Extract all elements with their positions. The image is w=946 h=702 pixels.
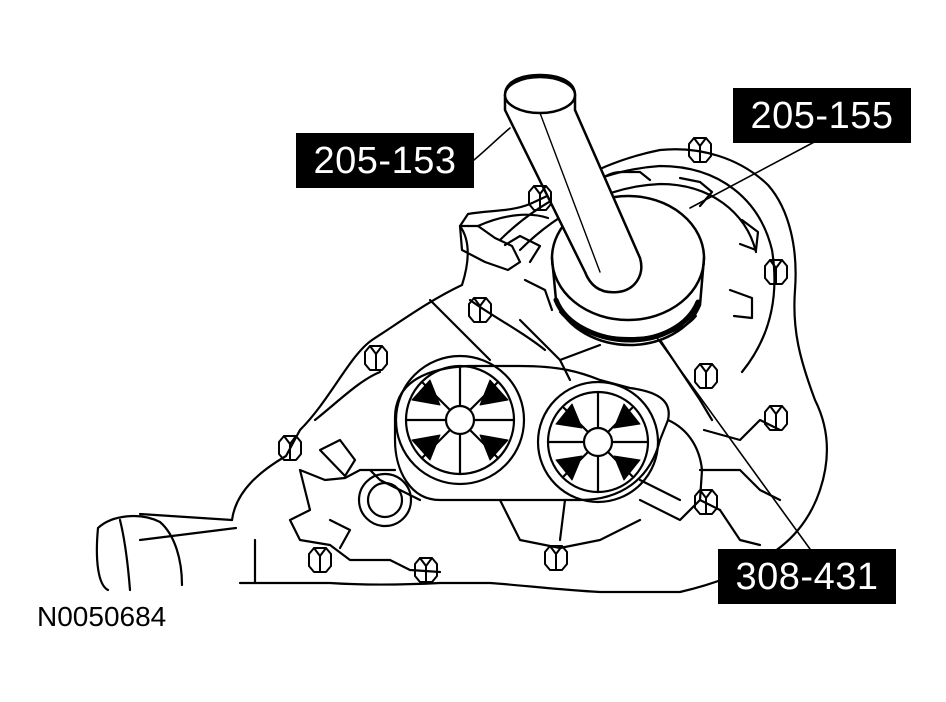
bolt-heads [278, 137, 788, 583]
upper-flange [458, 224, 522, 272]
callout-label-205-155: 205-155 [733, 88, 911, 143]
housing-outline [230, 148, 828, 594]
gear-right [536, 380, 660, 504]
gear-left [394, 354, 526, 486]
driver-handle [503, 73, 643, 294]
callout-label-308-431: 308-431 [718, 549, 896, 604]
figure-id: N0050684 [37, 601, 167, 632]
port-boss [357, 472, 413, 528]
leader-205-155 [689, 139, 819, 209]
leader-205-153 [473, 127, 511, 161]
hose-outline [95, 512, 234, 592]
leader-308-431 [654, 334, 811, 550]
callout-label-205-153: 205-153 [296, 133, 474, 188]
lower-plate [288, 468, 642, 574]
